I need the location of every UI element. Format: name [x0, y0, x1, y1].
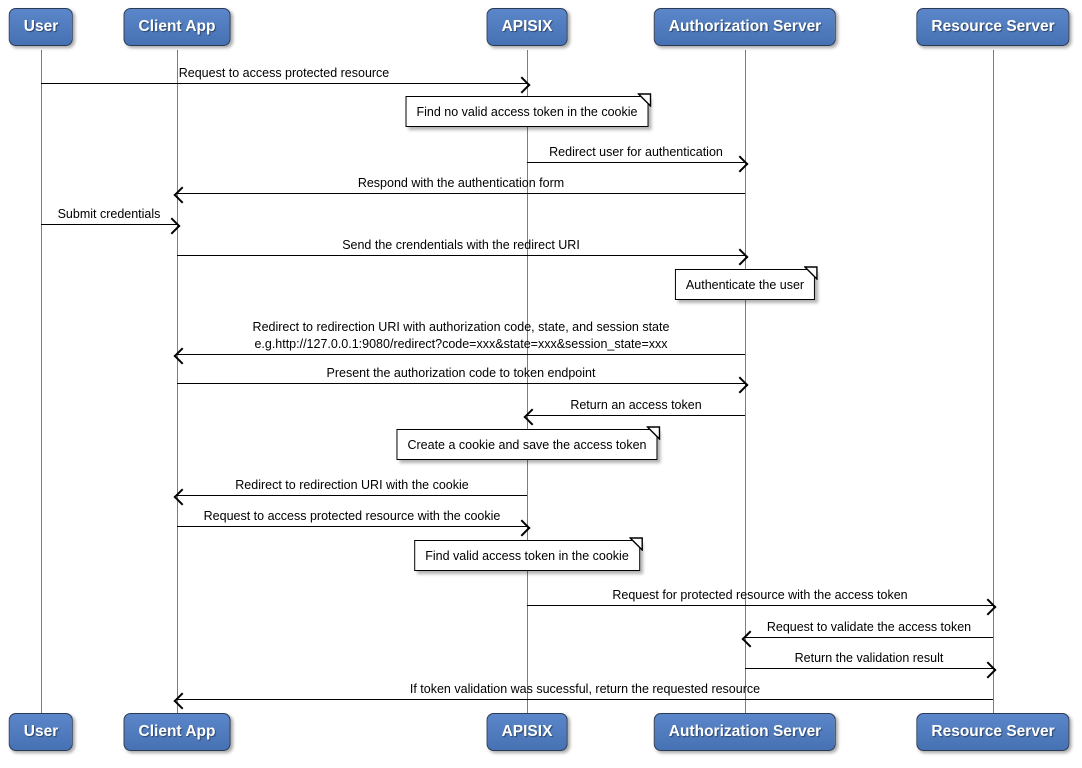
message-label: Return an access token: [570, 398, 702, 412]
message-arrow: [523, 408, 745, 425]
note-text: Find valid access token in the cookie: [425, 549, 629, 563]
note-text: Find no valid access token in the cookie: [416, 105, 638, 119]
message-arrow: [745, 661, 997, 678]
actor-box-resource-server-bottom: Resource Server: [916, 713, 1070, 751]
message-row: Send the crendentials with the redirect …: [177, 238, 749, 265]
message-label: Redirect user for authentication: [549, 145, 723, 159]
lifeline-user: [41, 50, 42, 714]
message-row: Request for protected resource with the …: [527, 588, 997, 615]
note-box: Authenticate the user: [674, 266, 818, 300]
message-arrow: [741, 630, 993, 647]
note-fold-icon: [804, 266, 818, 280]
actor-box-authorization-server-bottom: Authorization Server: [653, 713, 837, 751]
actor-box-client-app-top: Client App: [123, 8, 231, 46]
message-row: Request to access protected resource wit…: [177, 509, 531, 536]
message-row: Return an access token: [523, 398, 745, 425]
actor-box-user-bottom: User: [8, 713, 74, 751]
actor-box-authorization-server-top: Authorization Server: [653, 8, 837, 46]
message-label: Respond with the authentication form: [357, 176, 565, 190]
message-row: Respond with the authentication form: [173, 176, 745, 203]
message-label: Present the authorization code to token …: [326, 366, 596, 380]
message-label: If token validation was sucessful, retur…: [409, 682, 761, 696]
note-fold-icon: [628, 537, 643, 551]
message-label-line2: e.g.http://127.0.0.1:9080/redirect?code=…: [254, 337, 668, 351]
message-label: Request for protected resource with the …: [612, 588, 908, 602]
message-arrow: [173, 347, 745, 364]
note-box: Create a cookie and save the access toke…: [396, 426, 661, 460]
note-box: Find valid access token in the cookie: [414, 537, 643, 571]
actor-box-user-top: User: [8, 8, 74, 46]
message-row: Redirect user for authentication: [527, 145, 749, 172]
message-label: Redirect to redirection URI with authori…: [252, 320, 670, 334]
actor-box-resource-server-top: Resource Server: [916, 8, 1070, 46]
message-arrow: [173, 186, 745, 203]
message-row: Submit credentials: [41, 207, 181, 234]
message-arrow: [41, 76, 531, 93]
actor-box-apisix-bottom: APISIX: [486, 713, 568, 751]
message-label: Return the validation result: [794, 651, 944, 665]
message-row: Request to access protected resource: [41, 66, 531, 93]
message-label: Send the crendentials with the redirect …: [342, 238, 580, 252]
message-row: If token validation was sucessful, retur…: [173, 682, 993, 709]
message-label: Redirect to redirection URI with the coo…: [235, 478, 469, 492]
lifeline-client-app: [177, 50, 178, 714]
message-arrow: [177, 248, 749, 265]
actor-box-apisix-top: APISIX: [486, 8, 568, 46]
message-row: Present the authorization code to token …: [177, 366, 749, 393]
note-fold-icon: [637, 93, 652, 107]
lifeline-authorization-server: [745, 50, 746, 714]
message-label: Request to access protected resource: [178, 66, 390, 80]
lifeline-apisix: [527, 50, 528, 714]
note-box: Find no valid access token in the cookie: [405, 93, 652, 127]
note-text: Authenticate the user: [685, 278, 805, 292]
message-row: Redirect to redirection URI with authori…: [173, 320, 745, 364]
message-arrow: [177, 376, 749, 393]
message-arrow: [173, 488, 527, 505]
message-arrow: [41, 217, 181, 234]
message-row: Return the validation result: [745, 651, 997, 678]
message-arrow: [173, 692, 993, 709]
message-arrow: [527, 598, 997, 615]
lifeline-resource-server: [993, 50, 994, 714]
message-label: Request to access protected resource wit…: [203, 509, 501, 523]
message-arrow: [177, 519, 531, 536]
message-label: Request to validate the access token: [766, 620, 972, 634]
message-row: Redirect to redirection URI with the coo…: [173, 478, 527, 505]
actor-box-client-app-bottom: Client App: [123, 713, 231, 751]
message-arrow: [527, 155, 749, 172]
message-label: Submit credentials: [57, 207, 161, 221]
message-row: Request to validate the access token: [741, 620, 993, 647]
note-text: Create a cookie and save the access toke…: [407, 438, 647, 452]
note-fold-icon: [646, 426, 661, 440]
